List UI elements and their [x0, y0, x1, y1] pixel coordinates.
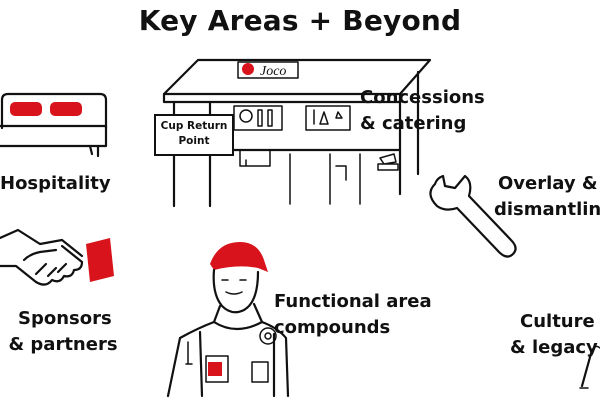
wrench-icon	[429, 174, 517, 258]
kiosk-icon: Joco	[162, 58, 432, 208]
label-culture-line2: & legacy	[510, 337, 598, 358]
cup-return-sign: Cup Return Point	[154, 114, 234, 156]
cup-return-sign-line1: Cup Return	[160, 120, 228, 132]
label-concessions-line1: Concessions	[360, 87, 485, 108]
label-overlay-line1: Overlay &	[498, 173, 598, 194]
flag-icon	[579, 345, 600, 389]
label-sponsors-line1: Sponsors	[18, 308, 112, 329]
label-functional-line1: Functional area	[274, 291, 432, 312]
label-overlay-line2: dismantling	[494, 199, 600, 220]
cup-return-sign-line2: Point	[178, 135, 210, 147]
page-title: Key Areas + Beyond	[138, 4, 462, 37]
handshake-icon	[0, 228, 114, 286]
worker-icon	[166, 242, 290, 398]
label-functional-line2: compounds	[274, 317, 391, 338]
label-sponsors-line2: & partners	[8, 334, 118, 355]
label-concessions-line2: & catering	[360, 113, 467, 134]
label-culture-line1: Culture	[520, 311, 595, 332]
svg-text:Joco: Joco	[260, 64, 286, 79]
label-hospitality: Hospitality	[0, 173, 111, 194]
bed-icon	[0, 92, 108, 158]
